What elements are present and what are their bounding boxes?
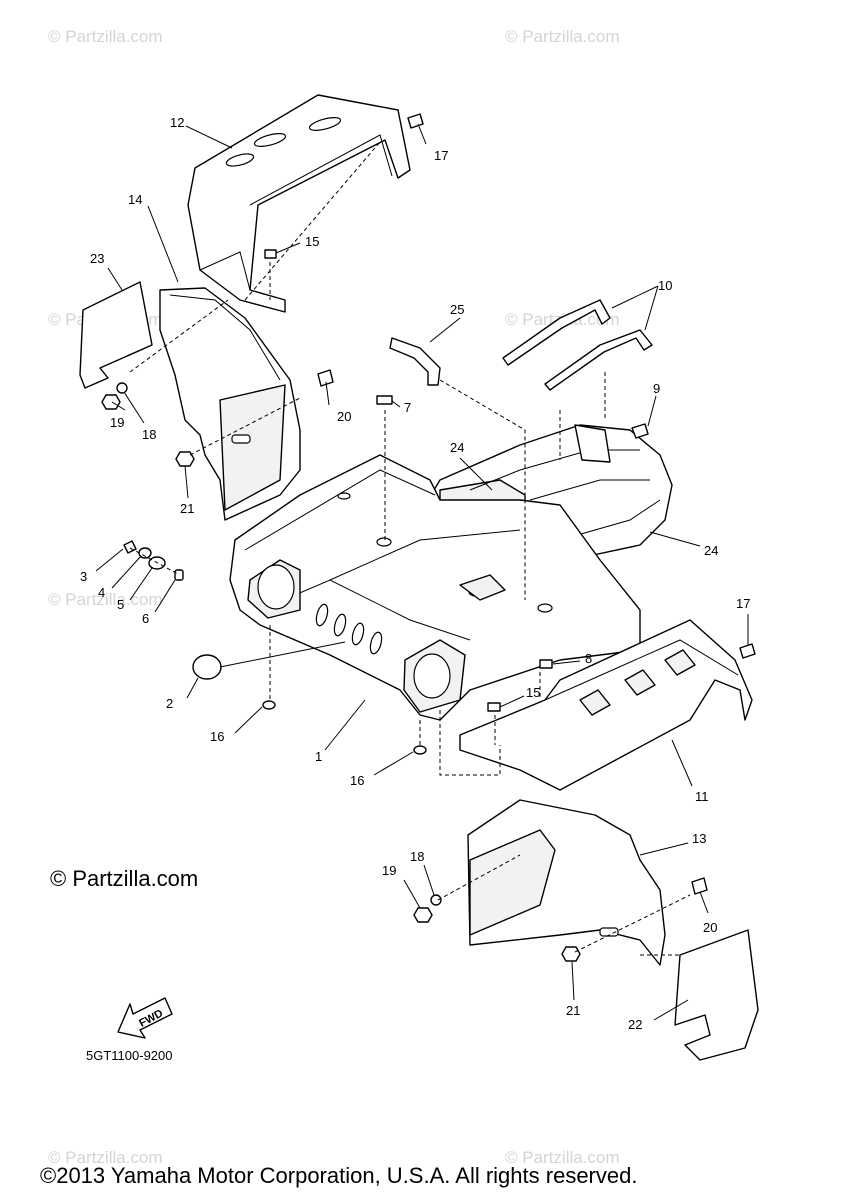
- part-20-bolt-right: [691, 877, 708, 895]
- callout-18-right: 18: [410, 849, 424, 864]
- callout-22: 22: [628, 1017, 642, 1032]
- callout-5: 5: [117, 597, 124, 612]
- part-16-washer-right: [413, 745, 427, 755]
- part-21-nut-right: [561, 946, 581, 962]
- callout-23: 23: [90, 251, 104, 266]
- part-19-nut-left: [101, 394, 121, 410]
- callout-19-left: 19: [110, 415, 124, 430]
- callout-16-left: 16: [210, 729, 224, 744]
- watermark-top-right: © Partzilla.com: [505, 27, 620, 46]
- part-3-bolt: [123, 540, 137, 554]
- brand-text: © Partzilla.com: [50, 866, 199, 891]
- callout-17-top: 17: [434, 148, 448, 163]
- part-1-rear-fender: [229, 454, 641, 721]
- callout-11: 11: [695, 789, 709, 804]
- diagram-code: 5GT1100-9200: [86, 1048, 173, 1063]
- part-17-bolt-right: [739, 643, 756, 659]
- part-2-grommet: [192, 654, 222, 680]
- part-14-left-inner-fender: [159, 287, 301, 521]
- part-25-strip: [389, 337, 441, 386]
- callout-25: 25: [450, 302, 464, 317]
- part-8-nut: [539, 659, 553, 669]
- copyright-notice: ©2013 Yamaha Motor Corporation, U.S.A. A…: [40, 1163, 638, 1188]
- part-17-bolt-top: [407, 113, 424, 129]
- part-11-right-cover: [459, 619, 753, 791]
- callout-14: 14: [128, 192, 142, 207]
- part-15-screw-mid: [487, 702, 501, 712]
- part-12-top-cover: [187, 94, 411, 313]
- part-16-washer-left: [262, 700, 276, 710]
- callout-24-top: 24: [450, 440, 464, 455]
- callout-20-right: 20: [703, 920, 717, 935]
- callout-2: 2: [166, 696, 173, 711]
- part-23-left-flap: [79, 281, 153, 389]
- callout-17-right: 17: [736, 596, 750, 611]
- callouts: 12 17 15 14 23 25 10 9 7 20 19 18 21 24 …: [80, 115, 750, 1032]
- part-7-bolt: [376, 395, 393, 405]
- callout-16-right: 16: [350, 773, 364, 788]
- fasteners: [101, 113, 756, 962]
- callout-8: 8: [585, 651, 592, 666]
- callout-18-left: 18: [142, 427, 156, 442]
- callout-4: 4: [98, 585, 105, 600]
- callout-9: 9: [653, 381, 660, 396]
- callout-12: 12: [170, 115, 184, 130]
- part-15-screw-top: [264, 249, 277, 259]
- part-10-trim-strips: [502, 299, 653, 391]
- part-6-collar: [174, 569, 184, 581]
- callout-15-mid: 15: [526, 685, 540, 700]
- part-21-nut-left: [175, 451, 195, 467]
- part-18-washer-right: [430, 894, 442, 906]
- part-19-nut-right: [413, 907, 433, 923]
- callout-21-left: 21: [180, 501, 194, 516]
- callout-21-right: 21: [566, 1003, 580, 1018]
- callout-15-top: 15: [305, 234, 319, 249]
- watermark-bottom-right: © Partzilla.com: [505, 1148, 620, 1167]
- fwd-arrow-icon: FWD: [117, 997, 173, 1039]
- callout-10: 10: [658, 278, 672, 293]
- part-20-bolt-left: [317, 369, 334, 387]
- part-18-washer-left: [116, 382, 128, 394]
- callout-13: 13: [692, 831, 706, 846]
- callout-3: 3: [80, 569, 87, 584]
- callout-1: 1: [315, 749, 322, 764]
- callout-19-right: 19: [382, 863, 396, 878]
- callout-7: 7: [404, 400, 411, 415]
- callout-6: 6: [142, 611, 149, 626]
- assembly-lines: [129, 141, 691, 956]
- part-13-right-inner-fender: [467, 799, 666, 966]
- watermark-bottom-left: © Partzilla.com: [48, 1148, 163, 1167]
- callout-20-left: 20: [337, 409, 351, 424]
- part-9-bolt: [631, 423, 649, 439]
- watermark-middle-left: © Partzilla.com: [48, 590, 163, 609]
- watermark-top-left: © Partzilla.com: [48, 27, 163, 46]
- leader-lines: [95, 123, 749, 1021]
- part-22-right-flap: [674, 929, 759, 1061]
- callout-24-right: 24: [704, 543, 718, 558]
